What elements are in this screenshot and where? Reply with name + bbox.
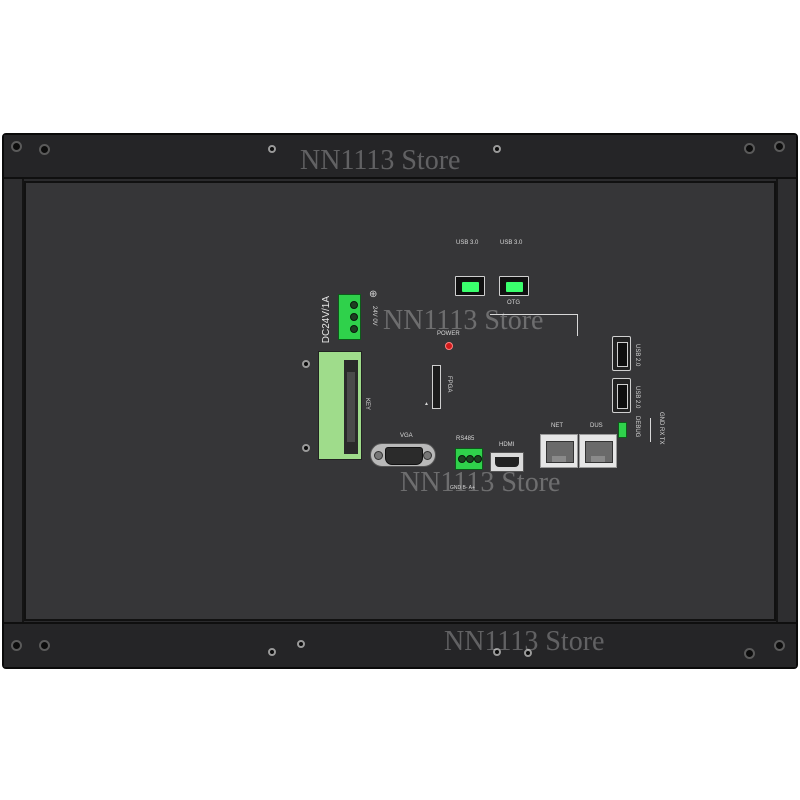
fpga-label: FPGA (446, 376, 452, 393)
pin1-marker-icon: ▲ (424, 401, 429, 407)
panel-screw (302, 360, 310, 368)
watermark-center: NN1113 Store (400, 467, 561, 498)
mounting-hole (268, 648, 276, 656)
mounting-hole (493, 145, 501, 153)
terminal-screw (350, 301, 358, 309)
debug-label: DEBUG (634, 416, 640, 438)
otg-bracket (490, 314, 578, 315)
mounting-hole (11, 141, 22, 152)
mounting-hole (39, 144, 50, 155)
usb20-port-bottom[interactable] (612, 378, 631, 413)
fpga-header[interactable] (432, 365, 441, 409)
net-label: NET (551, 423, 563, 429)
ground-icon: ⊕ (369, 289, 378, 300)
dus-ethernet-port[interactable] (579, 434, 617, 468)
rs485-pin-label: GND B- A+ (450, 485, 475, 491)
vga-screw (423, 451, 432, 460)
power-label: POWER (437, 331, 460, 337)
watermark-bottom: NN1113 Store (444, 626, 605, 657)
usb20-bottom-label: USB 2.0 (634, 386, 640, 409)
usb30-port-right[interactable] (499, 276, 529, 296)
terminal-screw (350, 325, 358, 333)
watermark-middle: NN1113 Store (383, 305, 544, 336)
top-mounting-flange (4, 135, 796, 179)
rs485-label: RS485 (456, 436, 475, 442)
power-led (445, 342, 453, 350)
debug-connector[interactable] (618, 422, 627, 438)
terminal-screw (466, 455, 474, 463)
dc-input-label: DC24V/1A (321, 296, 332, 344)
mounting-hole (297, 640, 305, 648)
mounting-hole (11, 640, 22, 651)
right-side-rail (776, 179, 796, 622)
mounting-hole (524, 649, 532, 657)
dc-terminal-block[interactable] (338, 294, 361, 340)
otg-bracket-drop (577, 314, 578, 336)
usb30-port-left[interactable] (455, 276, 485, 296)
mounting-hole (39, 640, 50, 651)
hdmi-port[interactable] (490, 452, 524, 472)
terminal-screw (458, 455, 466, 463)
usb20-top-label: USB 2.0 (634, 344, 640, 367)
usb20-port-top[interactable] (612, 336, 631, 371)
vga-port[interactable] (370, 443, 436, 467)
vga-label: VGA (400, 433, 413, 439)
left-side-rail (4, 179, 24, 622)
terminal-screw (350, 313, 358, 321)
watermark-top: NN1113 Store (300, 145, 461, 176)
mounting-hole (774, 141, 785, 152)
mounting-hole (268, 145, 276, 153)
debug-bracket (650, 418, 651, 442)
dc-voltage-label: 24V 0V (371, 306, 377, 326)
dus-label: DUS (590, 423, 603, 429)
usb30-left-label: USB 3.0 (456, 240, 479, 246)
otg-label: OTG (507, 300, 520, 306)
key-slot[interactable] (318, 351, 362, 460)
mounting-hole (493, 648, 501, 656)
mounting-hole (774, 640, 785, 651)
mounting-hole (744, 143, 755, 154)
bottom-mounting-flange (4, 622, 796, 667)
net-ethernet-port[interactable] (540, 434, 578, 468)
hdmi-label: HDMI (499, 442, 515, 448)
vga-screw (374, 451, 383, 460)
mounting-hole (744, 648, 755, 659)
key-label: KEY (364, 398, 370, 411)
rear-panel (24, 181, 776, 621)
rs485-terminal-block[interactable] (455, 448, 483, 470)
usb30-right-label: USB 3.0 (500, 240, 523, 246)
panel-screw (302, 444, 310, 452)
terminal-screw (474, 455, 482, 463)
uart-pin-label: GND RX TX (658, 412, 664, 445)
